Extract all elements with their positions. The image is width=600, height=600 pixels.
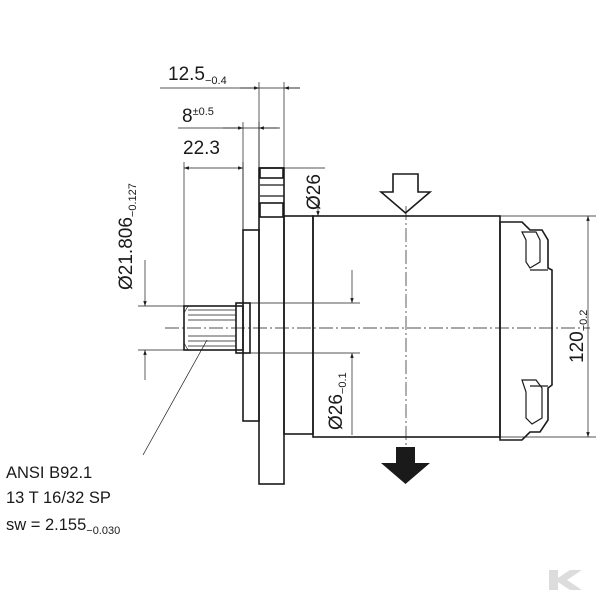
dimension-22-3: 22.3 bbox=[183, 138, 244, 306]
dim-120-value: 120 bbox=[567, 331, 588, 363]
dim-8-value: 8 bbox=[182, 106, 193, 127]
dim-22-3-value: 22.3 bbox=[183, 138, 220, 159]
dim-21-806-tol: −0.127 bbox=[127, 183, 139, 217]
flange-port-block bbox=[259, 202, 284, 218]
spline-sw-tol: −0.030 bbox=[86, 525, 120, 537]
pump-housing bbox=[283, 215, 314, 435]
svg-text:Ø26−0.1: Ø26−0.1 bbox=[326, 372, 349, 430]
dim-26-top-value: Ø26 bbox=[304, 174, 325, 210]
svg-text:120−0.2: 120−0.2 bbox=[567, 310, 590, 363]
svg-text:8±0.5: 8±0.5 bbox=[182, 106, 214, 127]
svg-text:12.5−0.4: 12.5−0.4 bbox=[168, 64, 227, 87]
dimension-26-top: Ø26 bbox=[284, 167, 325, 217]
pump-body bbox=[165, 167, 590, 485]
kramp-k-logo bbox=[549, 570, 582, 590]
dimension-120: 120−0.2 bbox=[500, 215, 596, 438]
dimension-8: 8±0.5 bbox=[178, 106, 280, 230]
dim-26-mid-value: Ø26 bbox=[326, 394, 347, 430]
dimension-21-806: Ø21.806−0.127 bbox=[116, 183, 184, 380]
flow-arrows bbox=[378, 173, 433, 484]
svg-text:Ø21.806−0.127: Ø21.806−0.127 bbox=[116, 183, 139, 290]
dimension-12-5: 12.5−0.4 bbox=[160, 64, 300, 168]
spline-standard: ANSI B92.1 bbox=[6, 464, 92, 482]
dim-21-806-value: Ø21.806 bbox=[116, 217, 137, 290]
dim-12-5-tol: −0.4 bbox=[205, 75, 227, 87]
spline-sw-value: sw = 2.155 bbox=[6, 516, 86, 534]
flange-pilot bbox=[242, 229, 260, 422]
svg-text:sw = 2.155−0.030: sw = 2.155−0.030 bbox=[6, 516, 120, 537]
dimension-26-mid: Ø26−0.1 bbox=[250, 270, 360, 435]
mounting-flange bbox=[258, 167, 285, 485]
inlet-arrow bbox=[378, 173, 433, 215]
dim-120-tol: −0.2 bbox=[578, 310, 590, 332]
spline-spec: 13 T 16/32 SP bbox=[6, 489, 111, 507]
dim-26-mid-tol: −0.1 bbox=[337, 372, 349, 394]
dim-12-5-value: 12.5 bbox=[168, 64, 205, 85]
leader-line bbox=[142, 339, 208, 456]
outlet-arrow bbox=[381, 447, 430, 484]
flange-port-block bbox=[259, 167, 284, 179]
dim-8-tol: ±0.5 bbox=[193, 106, 214, 118]
spline-note: ANSI B92.1 13 T 16/32 SP sw = 2.155−0.03… bbox=[6, 339, 208, 537]
spline-teeth bbox=[183, 305, 236, 351]
